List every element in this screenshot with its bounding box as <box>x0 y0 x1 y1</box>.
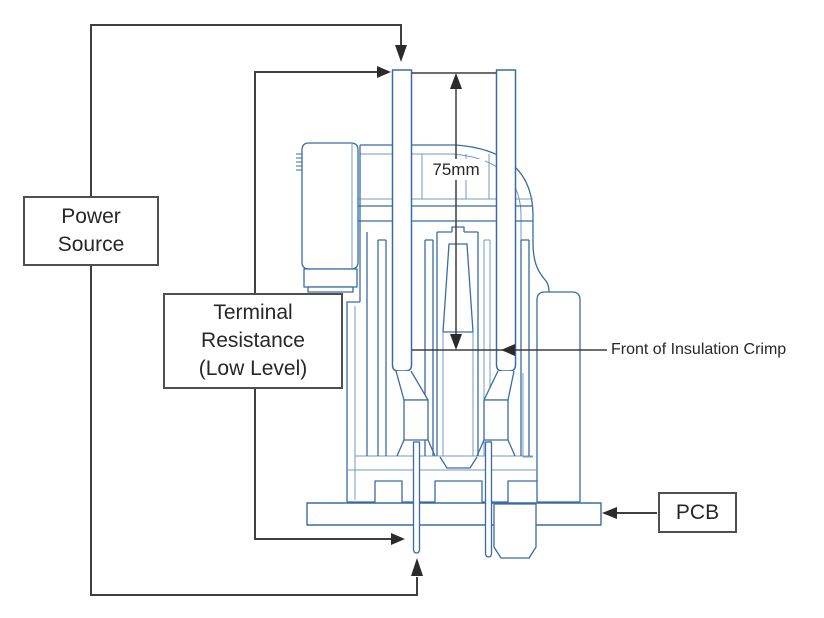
arrowhead-right-to-wire <box>377 66 391 78</box>
dimension-arrow-up <box>450 73 462 89</box>
terminal-resistance-box: Terminal Resistance (Low Level) <box>163 293 343 389</box>
pcb-box: PCB <box>658 492 737 533</box>
power-source-box: Power Source <box>23 196 159 266</box>
terminals-and-pins <box>395 370 537 559</box>
arrowhead-up-to-pin <box>411 558 423 576</box>
power-source-wiring <box>90 24 423 596</box>
pcb-arrowhead <box>602 507 617 519</box>
dimension-arrow-down <box>450 334 462 350</box>
terminal-resistance-wiring <box>254 66 405 545</box>
wires <box>391 69 517 372</box>
pcb-leader <box>602 507 657 519</box>
terminal-cavities <box>366 232 533 458</box>
center-tower <box>436 226 479 469</box>
insulation-crimp-leader <box>412 344 607 356</box>
power-source-label: Power Source <box>57 205 125 256</box>
dimension-75mm-label: 75mm <box>427 159 485 180</box>
mounting-peg <box>493 503 537 559</box>
arrowhead-down-to-wire <box>395 45 407 62</box>
left-pin <box>412 441 421 554</box>
annotation-lines <box>90 24 657 596</box>
right-pin <box>484 441 493 558</box>
insulation-crimp-label: Front of Insulation Crimp <box>611 341 787 358</box>
pcb-board <box>306 502 602 526</box>
pcb-label: PCB <box>675 500 720 524</box>
connector-drawing <box>296 69 602 559</box>
arrowhead-right-to-pin <box>391 533 405 545</box>
leader-arrowhead <box>501 344 515 356</box>
right-wire <box>495 69 517 372</box>
connector-housing <box>346 144 581 503</box>
dimension-75mm <box>412 72 496 350</box>
left-wire <box>391 69 413 372</box>
connector-lever <box>296 142 359 293</box>
terminal-resistance-label: Terminal Resistance (Low Level) <box>198 301 308 380</box>
